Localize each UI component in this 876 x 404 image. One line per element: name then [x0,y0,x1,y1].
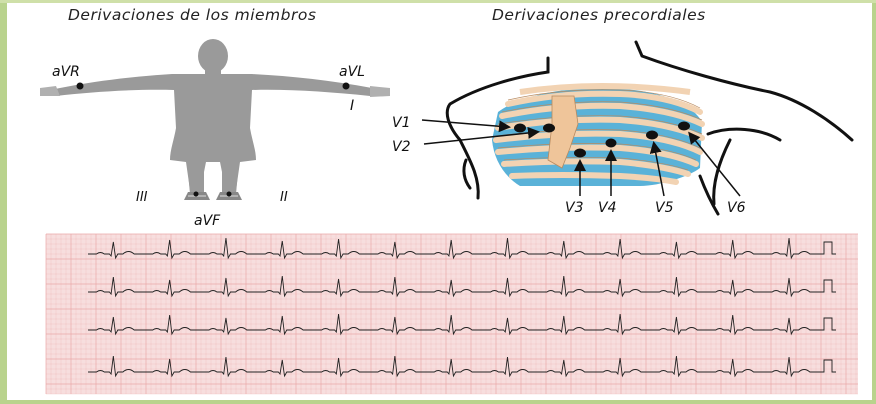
label-avr: aVR [52,64,80,80]
electrode-v5 [646,131,658,140]
ribcage [492,86,702,186]
electrode-v3 [574,149,586,158]
label-avf: aVF [194,213,221,229]
electrode-v2 [543,124,555,133]
ecg-strip [46,234,858,394]
electrode-avf-left [194,192,199,197]
electrode-avl [343,83,350,90]
feet [184,192,242,200]
electrode-avf-right [227,192,232,197]
label-v1: V1 [392,115,410,131]
electrode-v6 [678,122,690,131]
label-v4: V4 [598,200,616,216]
label-lead-ii: II [280,190,288,205]
label-lead-iii: III [136,190,148,205]
body-silhouette [40,39,388,194]
electrode-v4 [606,139,617,148]
label-avl: aVL [339,64,365,80]
label-v6: V6 [727,200,746,216]
electrode-v1 [514,124,526,133]
label-v5: V5 [655,200,674,216]
label-lead-i: I [350,98,354,114]
label-v3: V3 [565,200,583,216]
electrode-avr [77,83,84,90]
label-v2: V2 [392,139,411,155]
